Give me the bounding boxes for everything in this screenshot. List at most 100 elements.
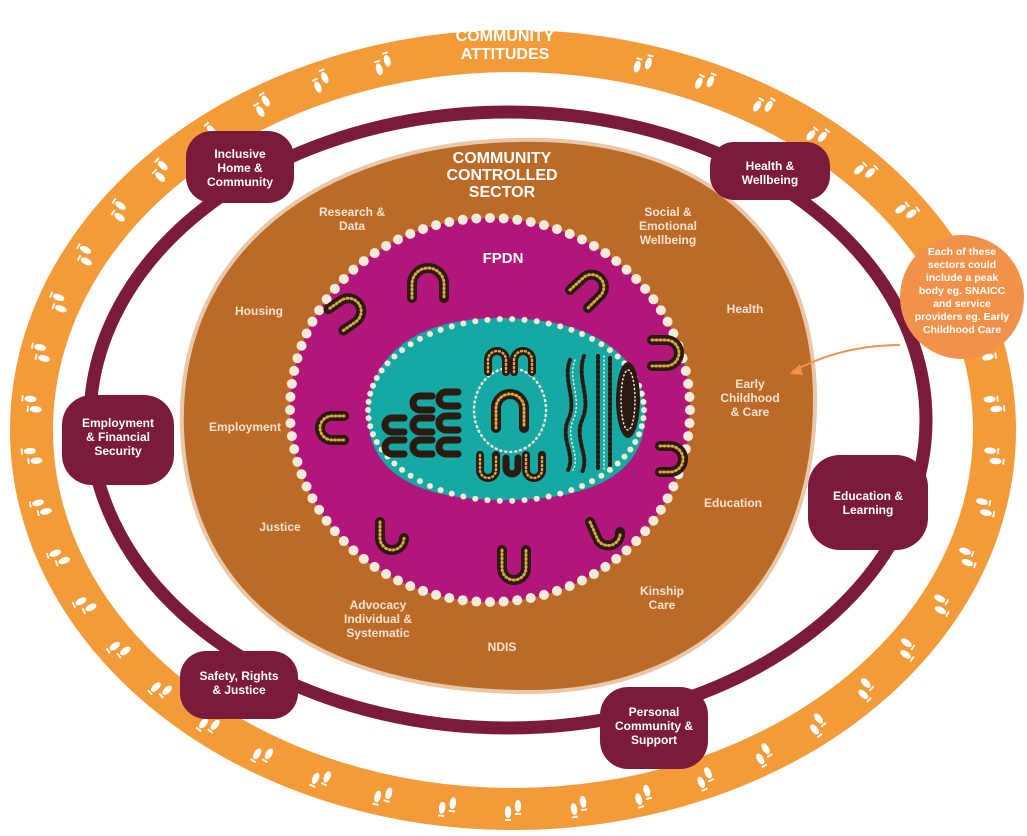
- border-dot: [392, 575, 403, 586]
- border-dot: [418, 224, 429, 235]
- border-dot: [457, 595, 468, 606]
- footprint-icon: [30, 342, 50, 362]
- border-dot: [369, 382, 376, 389]
- core-teal-area: [365, 316, 647, 504]
- aboriginal-dot-art-icon: [315, 263, 688, 585]
- sector-label-early-childhood-line1: Early: [735, 377, 765, 391]
- border-dot: [296, 469, 307, 480]
- border-dot: [286, 431, 297, 442]
- border-dot: [407, 341, 414, 348]
- sector-label-advocacy-line3: Systematic: [346, 626, 410, 640]
- border-dot: [471, 213, 482, 224]
- border-dot: [668, 481, 679, 492]
- border-dot: [460, 320, 467, 327]
- border-dot: [292, 353, 303, 364]
- footprint-icon: [195, 718, 220, 734]
- note-line3: include a peak: [926, 272, 999, 284]
- footprints-icon: [20, 51, 1006, 822]
- u-symbol-icon: [647, 335, 684, 371]
- attitudes-title-line1: COMMUNITY: [456, 28, 555, 45]
- border-dot: [307, 316, 318, 327]
- border-dot: [321, 294, 332, 305]
- domain-health-wellbeing-line1: Health &: [746, 159, 795, 173]
- footprint-icon: [20, 447, 43, 465]
- sector-label-advocacy-line2: Individual &: [344, 612, 412, 626]
- footprint-icon: [437, 797, 457, 818]
- border-dot: [391, 353, 398, 360]
- border-dot: [292, 456, 303, 467]
- border-dot: [426, 482, 433, 489]
- footprint-icon: [858, 678, 875, 703]
- border-dot: [568, 487, 575, 494]
- border-dot: [551, 224, 562, 235]
- border-dot: [444, 592, 455, 603]
- border-dot: [641, 407, 647, 413]
- sector-label-early-childhood-line3: & Care: [731, 405, 770, 419]
- footprint-icon: [28, 499, 52, 517]
- border-dot: [285, 391, 296, 402]
- border-dot: [538, 589, 549, 600]
- border-dot: [589, 335, 596, 342]
- sector-label-housing: Housing: [235, 304, 283, 318]
- footprint-icon: [151, 157, 168, 182]
- footprint-icon: [983, 395, 1006, 413]
- border-dot: [399, 347, 406, 354]
- border-dot: [621, 264, 632, 275]
- border-dot: [471, 596, 482, 607]
- border-dot: [600, 248, 611, 259]
- sector-label-kinship-line2: Care: [649, 598, 676, 612]
- footprint-icon: [49, 291, 67, 313]
- border-dot: [627, 446, 634, 453]
- core-area: [368, 318, 645, 500]
- sector-label-employment: Employment: [209, 420, 281, 434]
- border-dot: [498, 596, 509, 607]
- u-symbol-icon: [375, 517, 409, 555]
- border-dot: [369, 248, 380, 259]
- footprint-icon: [105, 641, 131, 659]
- sector-label-research-line2: Data: [339, 219, 365, 233]
- sector-label-social-line2: Emotional: [639, 219, 697, 233]
- border-dot: [426, 331, 433, 338]
- border-dot: [448, 490, 455, 497]
- domain-education-line1: Education &: [833, 489, 903, 503]
- border-dot: [391, 460, 398, 467]
- border-dot: [640, 283, 651, 294]
- domain-inclusive-home-line2: Home &: [217, 161, 263, 175]
- border-dot: [521, 497, 528, 504]
- border-dot: [577, 575, 588, 586]
- border-dot: [525, 592, 536, 603]
- border-dot: [348, 545, 359, 556]
- border-dot: [598, 341, 605, 348]
- border-dot: [611, 256, 622, 267]
- border-dot: [367, 423, 374, 430]
- fpdn-dot-border: [285, 213, 695, 607]
- border-dot: [358, 256, 369, 267]
- domain-personal-community: Personal Community & Support: [600, 687, 708, 769]
- domain-safety-line1: Safety, Rights: [199, 669, 278, 683]
- sector-label-early-childhood-line2: Childhood: [720, 391, 779, 405]
- border-dot: [418, 585, 429, 596]
- footprint-icon: [633, 54, 654, 73]
- footprint-icon: [570, 795, 588, 819]
- footprint-icon: [900, 638, 916, 662]
- border-dot: [662, 493, 673, 504]
- border-dot: [579, 482, 586, 489]
- border-dot: [289, 365, 300, 376]
- border-dot: [416, 478, 423, 485]
- footprint-icon: [984, 447, 1005, 465]
- border-dot: [533, 318, 540, 325]
- border-dot: [655, 305, 666, 316]
- border-dot: [381, 240, 392, 251]
- border-dot: [512, 595, 523, 606]
- border-dot: [606, 466, 613, 473]
- sector-title-line3: SECTOR: [469, 184, 536, 201]
- border-dot: [338, 536, 349, 547]
- footprint-icon: [810, 713, 827, 739]
- border-dot: [631, 536, 642, 547]
- border-dot: [365, 415, 372, 422]
- border-dot: [472, 318, 479, 325]
- border-dot: [437, 326, 444, 333]
- border-dot: [621, 453, 628, 460]
- border-dot: [598, 472, 605, 479]
